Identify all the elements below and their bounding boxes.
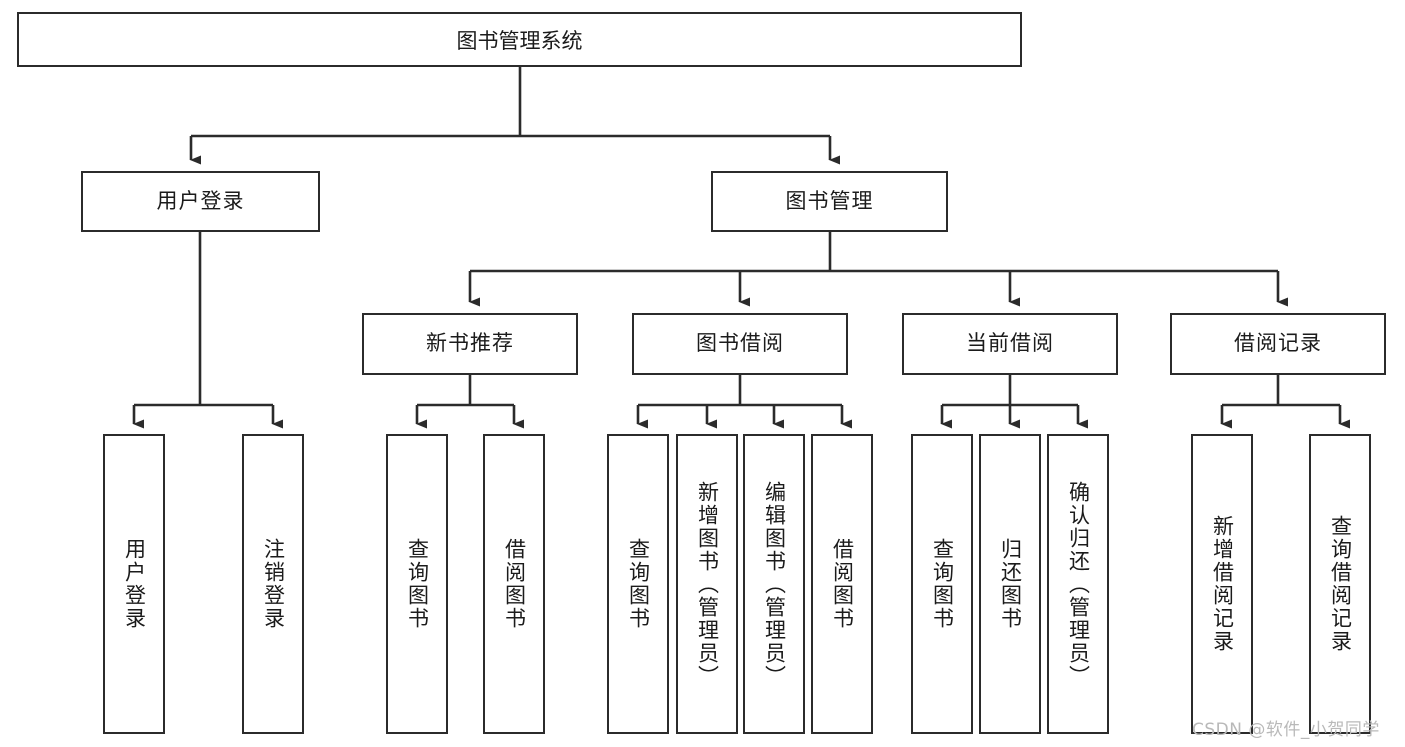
node-new-book-recommend[interactable]: 新书推荐: [362, 313, 578, 375]
node-leaf-borrow-book-2-label: 借阅图书: [830, 538, 855, 630]
node-user-login[interactable]: 用户登录: [81, 171, 320, 232]
node-leaf-add-record[interactable]: 新增借阅记录: [1191, 434, 1253, 734]
node-leaf-edit-book-label: 编辑图书（管理员）: [762, 480, 787, 688]
node-leaf-query-book-3-label: 查询图书: [930, 538, 955, 630]
node-leaf-return-book-label: 归还图书: [998, 538, 1023, 630]
node-leaf-user-login-label: 用户登录: [122, 538, 147, 630]
node-leaf-edit-book[interactable]: 编辑图书（管理员）: [743, 434, 805, 734]
node-book-management-label: 图书管理: [785, 188, 874, 213]
node-leaf-return-book[interactable]: 归还图书: [979, 434, 1041, 734]
node-leaf-user-login[interactable]: 用户登录: [103, 434, 165, 734]
node-book-borrow-label: 图书借阅: [696, 331, 784, 356]
node-current-borrow[interactable]: 当前借阅: [902, 313, 1118, 375]
node-root-label: 图书管理系统: [456, 28, 583, 53]
node-book-management[interactable]: 图书管理: [711, 171, 948, 232]
node-leaf-query-record-label: 查询借阅记录: [1328, 515, 1353, 653]
node-user-login-label: 用户登录: [156, 188, 245, 213]
node-leaf-borrow-book-2[interactable]: 借阅图书: [811, 434, 873, 734]
node-leaf-query-book-1[interactable]: 查询图书: [386, 434, 448, 734]
node-leaf-add-book-label: 新增图书（管理员）: [695, 480, 720, 688]
node-leaf-query-book-1-label: 查询图书: [405, 538, 430, 630]
node-book-borrow[interactable]: 图书借阅: [632, 313, 848, 375]
node-leaf-query-book-2[interactable]: 查询图书: [607, 434, 669, 734]
node-leaf-query-record[interactable]: 查询借阅记录: [1309, 434, 1371, 734]
node-leaf-add-book[interactable]: 新增图书（管理员）: [676, 434, 738, 734]
node-leaf-logout-label: 注销登录: [261, 538, 286, 630]
node-current-borrow-label: 当前借阅: [966, 331, 1054, 356]
node-leaf-confirm-return[interactable]: 确认归还（管理员）: [1047, 434, 1109, 734]
node-leaf-borrow-book-1-label: 借阅图书: [502, 538, 527, 630]
node-leaf-logout[interactable]: 注销登录: [242, 434, 304, 734]
node-borrow-record-label: 借阅记录: [1234, 331, 1322, 356]
node-root-book-management-system[interactable]: 图书管理系统: [17, 12, 1022, 67]
node-leaf-add-record-label: 新增借阅记录: [1210, 515, 1235, 653]
node-leaf-borrow-book-1[interactable]: 借阅图书: [483, 434, 545, 734]
node-leaf-query-book-2-label: 查询图书: [626, 538, 651, 630]
node-leaf-confirm-return-label: 确认归还（管理员）: [1066, 480, 1091, 688]
node-leaf-query-book-3[interactable]: 查询图书: [911, 434, 973, 734]
node-borrow-record[interactable]: 借阅记录: [1170, 313, 1386, 375]
node-new-book-recommend-label: 新书推荐: [426, 331, 514, 356]
